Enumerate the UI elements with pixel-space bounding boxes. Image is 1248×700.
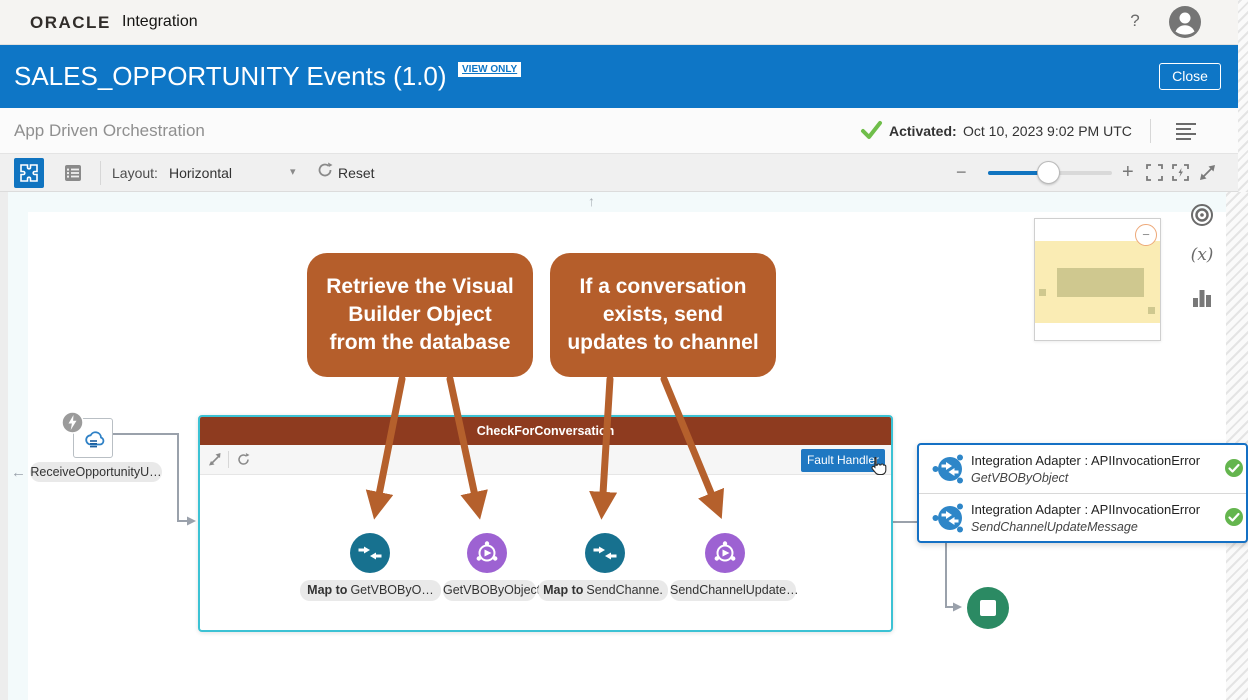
zoom-slider-fill [988,171,1048,175]
step-label-name: GetVBOByObject [443,583,541,597]
step-invoke-sendchannelupdate[interactable] [705,533,745,573]
fault-handler-card: Integration Adapter : APIInvocationError… [917,443,1248,543]
expand-icon[interactable] [1199,164,1216,186]
zoom-in-button[interactable]: + [1122,161,1134,183]
callout-line: Builder Object [348,303,492,327]
trigger-node[interactable] [73,418,113,458]
mouse-cursor-hand [868,456,888,483]
step-label: GetVBOByObject [443,580,540,601]
canvas-edge-tint [0,192,1248,212]
help-icon[interactable]: ? [1130,11,1140,30]
cloud-icon [85,431,105,448]
callout-line: updates to channel [567,330,759,354]
callout-line: exists, send [602,303,724,327]
scroll-up-arrow: ↑ [588,193,595,209]
step-label-prefix: Map to [543,583,584,597]
back-connector-arrow: ← [11,464,26,481]
minimap[interactable]: − [1034,218,1161,341]
activated-check-icon [860,120,883,145]
scope-toolbar: Fault Handler [200,445,891,475]
canvas-view-button[interactable] [14,158,44,188]
minimap-scope-rect [1057,268,1144,297]
page-title: SALES_OPPORTUNITY Events (1.0) [14,61,447,91]
collapse-icon[interactable] [208,452,223,472]
step-label-name: SendChannelUpdate… [670,583,799,597]
variables-icon[interactable]: (x) [1190,245,1214,265]
product-name: Integration [122,13,198,30]
layout-dropdown[interactable]: Horizontal [169,165,233,181]
divider [228,451,229,468]
close-button[interactable]: Close [1159,63,1221,90]
divider [1150,119,1151,143]
integration-info-bar: App Driven Orchestration Activated: Oct … [0,108,1248,154]
scope-title[interactable]: CheckForConversation [200,417,891,445]
zoom-slider-thumb[interactable] [1037,161,1060,184]
minimap-collapse-button[interactable]: − [1135,224,1157,246]
canvas-toolbar: Layout: Horizontal ▾ Reset − + [0,154,1248,192]
callout-line: from the database [329,330,511,354]
view-only-badge: VIEW ONLY [458,62,522,77]
fault-row-sendchannelupdatemessage[interactable]: Integration Adapter : APIInvocationError… [919,494,1246,542]
chart-icon[interactable] [1190,286,1214,315]
divider [100,161,101,185]
integration-adapter-icon [929,449,969,494]
list-icon [65,165,81,181]
fault-handler-button[interactable]: Fault Handler [801,449,885,472]
reset-icon[interactable] [316,161,334,184]
title-bar: SALES_OPPORTUNITY Events (1.0) VIEW ONLY… [0,45,1248,108]
actions-menu-icon[interactable] [1176,123,1196,140]
step-invoke-getvbobyobject[interactable] [467,533,507,573]
fault-title: Integration Adapter : APIInvocationError [971,502,1201,517]
success-check-icon [1224,458,1244,483]
success-check-icon [1224,507,1244,532]
trigger-label: ReceiveOpportunityU… [30,462,162,482]
step-map-sendchannel[interactable] [585,533,625,573]
integration-icon [476,541,498,562]
integration-icon [714,541,736,562]
annotation-callout-retrieve-vbo: Retrieve the Visual Builder Object from … [307,253,533,377]
callout-line: If a conversation [579,275,747,299]
map-icon [358,546,382,560]
zoom-out-button[interactable]: − [956,162,967,182]
reset-button[interactable]: Reset [338,165,375,181]
zoom-to-fit-icon[interactable] [1172,164,1189,186]
step-label-prefix: Map to [307,583,348,597]
table-view-button[interactable] [58,158,88,188]
chevron-down-icon[interactable]: ▾ [290,166,296,178]
map-icon [593,546,617,560]
callout-line: Retrieve the Visual [326,275,514,299]
integration-pattern-label: App Driven Orchestration [14,121,205,140]
minimap-node [1148,307,1155,314]
fault-title: Integration Adapter : APIInvocationError [971,453,1201,468]
activated-label: Activated: [889,123,957,139]
flow-canvas: ↑ − ← ReceiveOpportunityU… [0,192,1248,700]
step-label: SendChannelUpdate… [670,580,799,601]
annotation-callout-conversation: If a conversation exists, send updates t… [550,253,776,377]
step-map-getvbobyobject[interactable] [350,533,390,573]
fault-row-getvbobyobject[interactable]: Integration Adapter : APIInvocationError… [919,445,1246,493]
minimap-node [1039,289,1046,296]
oracle-logo: ORACLE [30,13,111,32]
layout-label: Layout: [112,165,158,181]
top-bar: ORACLE Integration ? [0,0,1248,45]
event-trigger-badge [61,411,84,439]
fault-subtitle: GetVBOByObject [971,471,1069,485]
step-label-name: SendChanne. [586,583,663,597]
canvas-edge [0,192,8,700]
canvas-edge-tint [8,192,28,700]
integration-adapter-icon [929,498,969,543]
panel-resize-strip [1238,0,1248,192]
step-label-name: GetVBOByO… [350,583,434,597]
divider [919,493,1246,494]
avatar[interactable] [1168,5,1202,44]
loop-icon[interactable] [236,452,251,472]
stop-node[interactable] [966,586,1010,635]
fault-subtitle: SendChannelUpdateMessage [971,520,1138,534]
puzzle-icon [20,164,38,182]
activated-timestamp: Oct 10, 2023 9:02 PM UTC [963,123,1132,139]
tracking-target-icon[interactable] [1190,203,1214,232]
fit-to-screen-icon[interactable] [1146,164,1163,186]
